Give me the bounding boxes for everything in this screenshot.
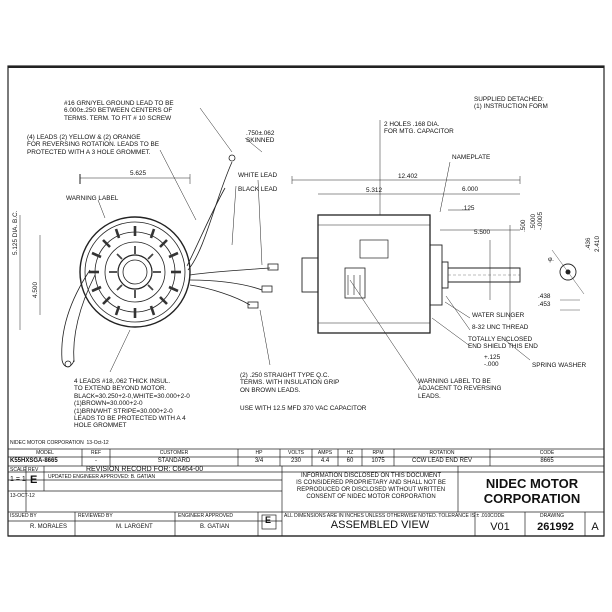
note-nameplate: NAMEPLATE [452, 154, 491, 161]
note-skinned: .750±.062 SKINNED [246, 130, 275, 145]
td-volts: 230 [290, 458, 301, 464]
th-customer: CUSTOMER [159, 450, 189, 456]
dim-5500: 5.500 [474, 229, 490, 236]
proprietary-notice: INFORMATION DISCLOSED ON THIS DOCUMENT I… [296, 473, 446, 500]
th-rpm: RPM [372, 450, 384, 456]
date-value: 13-OCT-12 [10, 493, 35, 499]
scale-value: 1 = 1 [10, 476, 26, 483]
company-name: NIDEC MOTOR CORPORATION [483, 476, 581, 506]
note-spring-washer: SPRING WASHER [532, 362, 587, 369]
dim-125: .125 [462, 205, 475, 212]
note-four-leads: 4 LEADS #18,.062 THICK INSUL. TO EXTEND … [74, 378, 190, 430]
note-enclosed-shield: TOTALLY ENCLOSED END SHIELD THIS END [468, 336, 538, 351]
updated-approved: UPDATED ENGINEER APPROVED: B. GATIAN [48, 474, 156, 480]
note-qc-terms: (2) .250 STRAIGHT TYPE Q.C. TERMS. WITH … [240, 372, 340, 394]
dim-4500: 4.500 [32, 282, 39, 298]
dim-5625: 5.625 [130, 170, 146, 177]
note-water-slinger: WATER SLINGER [472, 312, 525, 319]
side-view [291, 120, 585, 386]
th-hp: HP [255, 450, 263, 456]
drawing-number: 261992 [537, 521, 574, 533]
lbl-engineer-approved: ENGINEER APPROVED [178, 513, 234, 519]
td-hz: 60 [346, 458, 354, 464]
note-supplied-detached: SUPPLIED DETACHED: (1) INSTRUCTION FORM [474, 96, 548, 111]
revision-record: REVISION RECORD FOR: C6464-00 [86, 466, 204, 473]
end-view [19, 107, 279, 373]
lbl-issued-by: ISSUED BY [10, 513, 37, 519]
lbl-rev: REV [28, 467, 39, 473]
note-warning-adjacent: WARNING LABEL TO BE ADJACENT TO REVERSIN… [418, 378, 502, 400]
th-amps: AMPS [317, 450, 333, 456]
lbl-scale: SCALE [10, 467, 27, 473]
td-hp: 3/4 [254, 458, 264, 464]
rev-letter: E [30, 474, 38, 486]
note-holes: 2 HOLES .168 DIA. FOR MTG. CAPACITOR [384, 121, 454, 136]
th-model: MODEL [36, 450, 54, 456]
code-value: V01 [490, 521, 510, 533]
dim-500: .500 [520, 219, 527, 232]
note-ground-lead: #16 GRN/YEL GROUND LEAD TO BE 6.000±.250… [64, 100, 174, 122]
th-rotation: ROTATION [429, 450, 455, 456]
td-model: K55HXSGA-8665 [10, 458, 58, 464]
drawn-by: R. MORALES [30, 524, 68, 530]
td-ref: - [95, 458, 97, 464]
dim-125-tol: +.125 -.000 [484, 354, 501, 369]
dim-436: .436 [585, 237, 592, 250]
dim-phi: φ. [548, 256, 554, 263]
dim-2410: 2.410 [594, 236, 601, 252]
note-black-lead: BLACK LEAD [238, 186, 278, 193]
note-unc-thread: 8-32 UNC THREAD [472, 324, 529, 331]
dim-6000: 6.000 [462, 186, 478, 193]
reviewed-by: M. LARGENT [116, 524, 153, 530]
td-rpm: 1075 [371, 458, 385, 464]
dim-5312: 5.312 [366, 187, 382, 194]
note-white-lead: WHITE LEAD [238, 172, 278, 179]
note-nidec-date: NIDEC MOTOR CORPORATION 13-Oct-12 [10, 440, 109, 446]
note-reversing-leads: (4) LEADS (2) YELLOW & (2) ORANGE FOR RE… [27, 134, 159, 156]
dim-12402: 12.402 [398, 173, 418, 180]
approved-by: B. GATIAN [200, 524, 230, 530]
sheet-revision: A [591, 521, 599, 533]
lbl-code: CODE [490, 513, 505, 519]
th-ref: REF [91, 450, 101, 456]
title-block-lines [8, 448, 604, 537]
dim-0005: .5000 -.0005 [530, 211, 545, 230]
td-amps: 4.4 [320, 458, 330, 464]
lbl-reviewed-by: REVIEWED BY [78, 513, 113, 519]
lbl-drawing: DRAWING [540, 513, 564, 519]
dims-note: ALL DIMENSIONS ARE IN INCHES UNLESS OTHE… [284, 513, 491, 519]
td-rotation: CCW LEAD END REV [411, 458, 472, 464]
note-capacitor: USE WITH 12.5 MFD 370 VAC CAPACITOR [240, 405, 367, 412]
dim-5125: 5.125 DIA. B.C. [12, 210, 19, 255]
td-customer: STANDARD [157, 458, 191, 464]
th-code: CODE [539, 450, 555, 456]
dim-438: .438 [538, 293, 551, 300]
view-title: ASSEMBLED VIEW [330, 519, 430, 531]
th-hz: HZ [346, 450, 354, 456]
td-code: 8665 [540, 458, 554, 464]
note-warning-label: WARNING LABEL [66, 195, 119, 202]
dim-453: .453 [538, 301, 551, 308]
sheet-rev-box: E [265, 515, 272, 525]
th-volts: VOLTS [287, 450, 305, 456]
